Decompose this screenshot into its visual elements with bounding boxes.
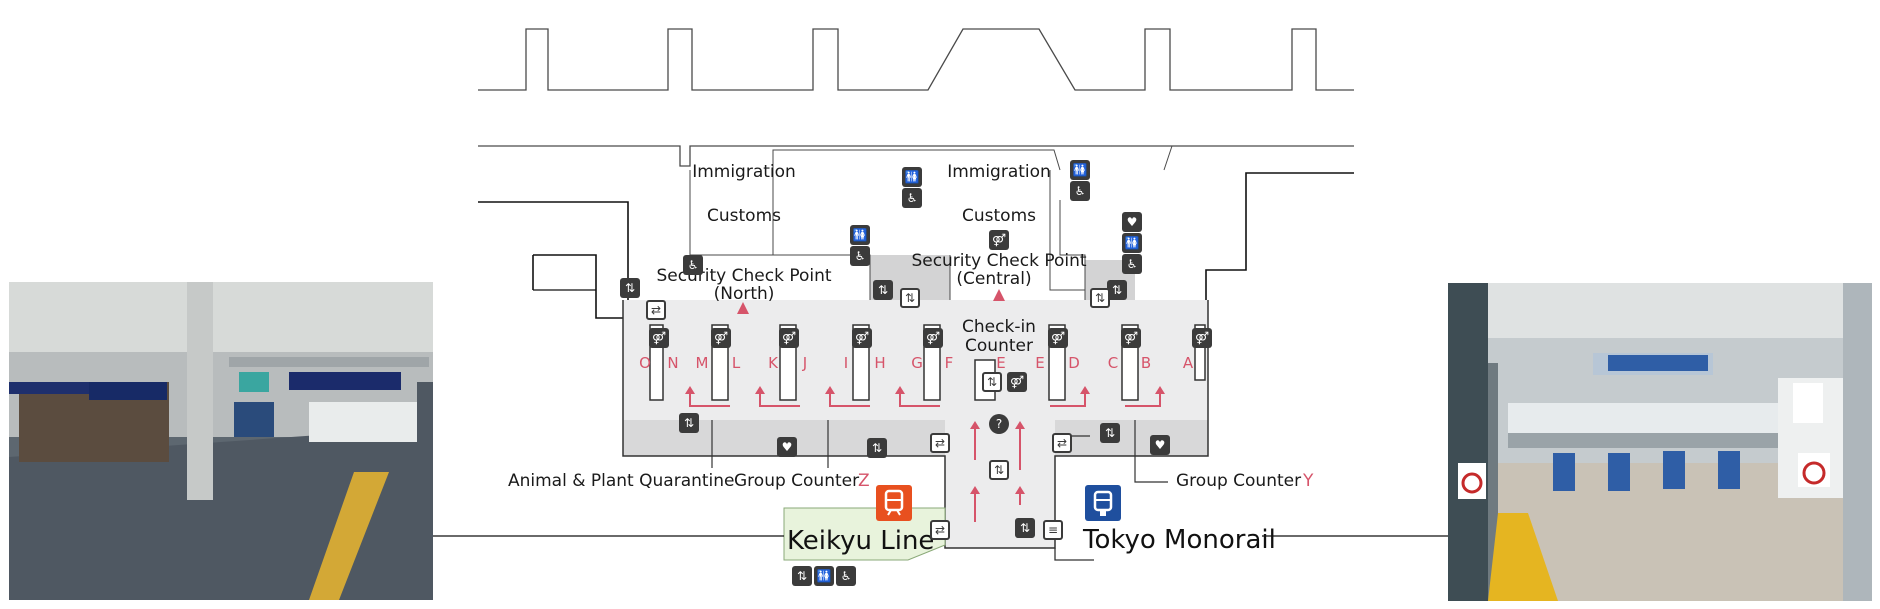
escalator-icon: ⇅ [1090, 288, 1110, 308]
escalator-icon: ⇅ [982, 372, 1002, 392]
keikyu-line-label: Keikyu Line [787, 526, 935, 556]
counter-letter: A [1182, 354, 1194, 372]
wheelchair-icon: ♿ [836, 566, 856, 586]
counter-letter: L [731, 354, 741, 372]
group-counter-y-label: Group Counter [1176, 471, 1302, 491]
elevator-icon: ⇅ [679, 413, 699, 433]
restroom-icon: ⚤ [1192, 328, 1212, 348]
wheelchair-icon: ♿ [902, 188, 922, 208]
photo-keikyu-station [9, 282, 433, 600]
counter-letter: I [843, 354, 849, 372]
restroom-icon: ⚤ [711, 328, 731, 348]
direction-arrows [689, 390, 1161, 522]
elevator-icon: ⇅ [1015, 518, 1035, 538]
counter-letter: N [667, 354, 679, 372]
security-north-sublabel: (North) [713, 284, 775, 304]
keikyu-train-icon [876, 485, 912, 521]
restroom-icon: ⚤ [649, 328, 669, 348]
group-counter-y-letter: Y [1303, 471, 1314, 491]
security-central-sublabel: (Central) [956, 269, 1032, 289]
restroom-icon: ⚤ [1121, 328, 1141, 348]
restroom-icon: ⚤ [923, 328, 943, 348]
animal-plant-quarantine-label: Animal & Plant Quarantine [508, 471, 735, 491]
group-counter-z-letter: Z [858, 471, 870, 491]
checkin-label: Check-in [962, 317, 1036, 337]
restroom-icon: ⚤ [852, 328, 872, 348]
photo-monorail-station [1448, 283, 1872, 601]
group-counter-z-label: Group Counter [734, 471, 860, 491]
restroom-icon: 🚻 [902, 167, 922, 187]
restroom-icon: ⚤ [989, 230, 1009, 250]
tokyo-monorail-label: Tokyo Monorail [1083, 525, 1276, 555]
counter-letter: H [874, 354, 886, 372]
counter-letter: C [1107, 354, 1119, 372]
elevator-icon: ⇅ [867, 438, 887, 458]
counter-letter: E [1035, 354, 1045, 372]
wheelchair-icon: ♿ [850, 246, 870, 266]
counter-letter: B [1140, 354, 1152, 372]
restroom-icon: ⚤ [779, 328, 799, 348]
restroom-icon: ⚤ [1048, 328, 1068, 348]
customs-central-label: Customs [962, 206, 1036, 226]
counter-letter: G [911, 354, 923, 372]
immigration-north-label: Immigration [692, 162, 796, 182]
escalator-icon: ⇄ [1052, 433, 1072, 453]
counter-letter: E [996, 354, 1006, 372]
aed-icon: ♥ [1122, 212, 1142, 232]
building-outline-right [1205, 172, 1354, 318]
counter-letter: K [768, 354, 778, 372]
counter-letter: D [1068, 354, 1080, 372]
elevator-icon: ⇅ [873, 280, 893, 300]
elevator-icon: ⇅ [1100, 423, 1120, 443]
monorail-icon [1085, 485, 1121, 521]
wheelchair-icon: ♿ [1070, 181, 1090, 201]
immigration-central-label: Immigration [947, 162, 1051, 182]
restroom-icon: 🚻 [1070, 160, 1090, 180]
escalator-icon: ⇅ [989, 460, 1009, 480]
security-north-marker [737, 302, 749, 314]
escalator-icon: ⇄ [930, 520, 950, 540]
escalator-icon: ≡ [1043, 520, 1063, 540]
information-icon: ? [989, 414, 1009, 434]
keikyu-line-area [783, 507, 946, 561]
building-outline-left [478, 201, 629, 318]
restroom-icon: 🚻 [814, 566, 834, 586]
counter-letter: O [639, 354, 651, 372]
restroom-icon: 🚻 [850, 225, 870, 245]
restroom-icon: ♿ [683, 255, 703, 275]
escalator-icon: ⇄ [930, 433, 950, 453]
checkin-sublabel: Counter [965, 336, 1033, 356]
elevator-icon: ⇅ [792, 566, 812, 586]
wheelchair-icon: ♿ [1122, 254, 1142, 274]
terminal-outline-top [478, 28, 1354, 91]
security-central-label: Security Check Point [911, 251, 1087, 271]
customs-north-label: Customs [707, 206, 781, 226]
restroom-icon: ⚤ [1007, 372, 1027, 392]
terminal-outline-upper [478, 145, 1354, 167]
aed-icon: ♥ [1150, 435, 1170, 455]
escalator-icon: ⇄ [646, 300, 666, 320]
counter-letter: J [802, 354, 808, 372]
restroom-icon: 🚻 [1122, 233, 1142, 253]
security-central-marker [993, 289, 1005, 301]
aed-icon: ♥ [777, 437, 797, 457]
elevator-icon: ⇅ [620, 278, 640, 298]
elevator-icon: ⇅ [1107, 280, 1127, 300]
counter-letter: M [695, 354, 709, 372]
counter-letter: F [944, 354, 954, 372]
escalator-icon: ⇅ [900, 288, 920, 308]
